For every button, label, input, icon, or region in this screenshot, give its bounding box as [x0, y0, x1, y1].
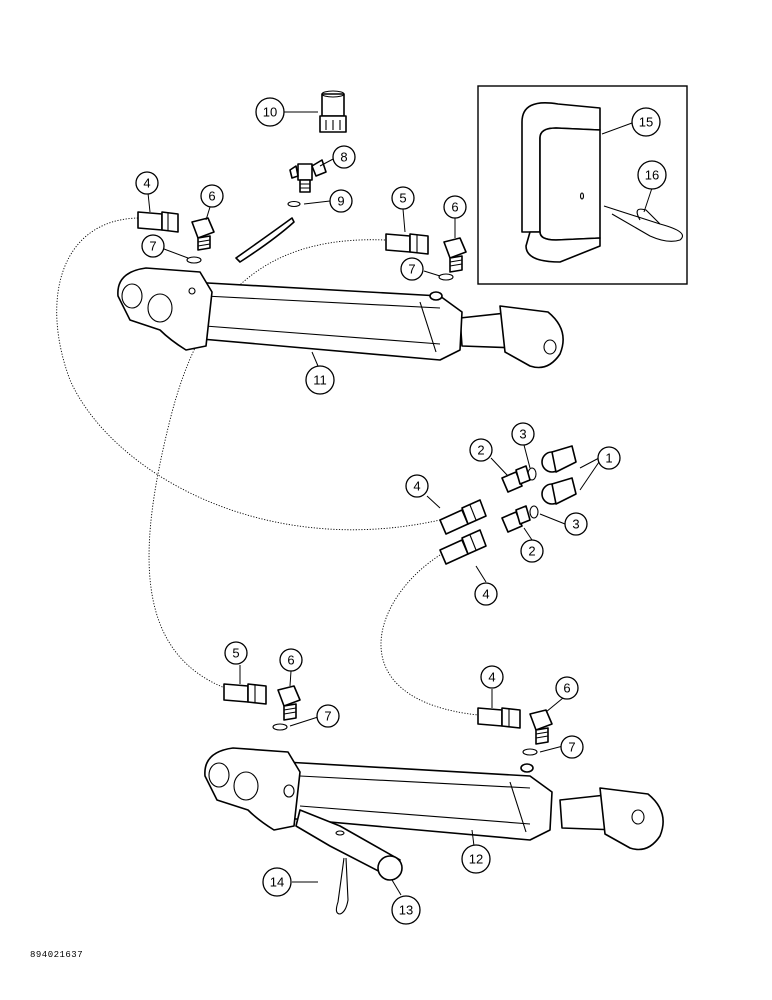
callout-4c: 4: [474, 582, 498, 606]
elbow-fitting-6c: [277, 685, 301, 721]
clevis-pin-15: [521, 102, 601, 263]
callout-12: 12: [461, 844, 491, 874]
callout-8: 8: [332, 145, 356, 169]
callout-7a: 7: [141, 234, 165, 258]
inset-box: [477, 85, 688, 285]
svg-text:5: 5: [399, 191, 406, 206]
elbow-fitting-6b: [443, 237, 467, 273]
hose-end-4-mid-b: [439, 529, 487, 565]
svg-text:8: 8: [340, 150, 347, 165]
cotter-pin-14: [335, 857, 349, 915]
pin-13: [295, 809, 403, 881]
callout-7b: 7: [400, 257, 424, 281]
elbow-fitting-6d: [529, 709, 553, 745]
o-ring-9: [287, 200, 301, 208]
svg-text:4: 4: [482, 587, 489, 602]
callout-3a: 3: [511, 422, 535, 446]
svg-text:11: 11: [313, 373, 327, 388]
svg-text:5: 5: [232, 646, 239, 661]
svg-text:2: 2: [528, 544, 535, 559]
callout-4b: 4: [405, 474, 429, 498]
adapter-2-upper: [501, 465, 531, 493]
callout-7c: 7: [316, 704, 340, 728]
elbow-fitting-6a: [191, 217, 215, 251]
svg-text:12: 12: [469, 852, 483, 867]
callout-4a: 4: [135, 171, 159, 195]
callout-4d: 4: [480, 665, 504, 689]
svg-text:4: 4: [413, 479, 420, 494]
svg-text:6: 6: [563, 681, 570, 696]
hose-end-4-mid-a: [439, 499, 487, 535]
figure-reference-code: 894021637: [30, 950, 84, 960]
coupler-1-upper: [541, 445, 577, 473]
svg-text:16: 16: [645, 168, 659, 183]
hair-pin-16: [603, 205, 684, 242]
svg-text:7: 7: [324, 709, 331, 724]
hydraulic-cylinder-lower: [204, 747, 664, 851]
seal-9: [235, 217, 295, 263]
svg-text:7: 7: [149, 239, 156, 254]
callout-6b: 6: [443, 195, 467, 219]
callout-5a: 5: [391, 186, 415, 210]
callout-6a: 6: [200, 184, 224, 208]
callout-2b: 2: [520, 539, 544, 563]
hose-end-4-upper: [137, 211, 179, 233]
svg-text:6: 6: [287, 653, 294, 668]
svg-text:3: 3: [519, 427, 526, 442]
callout-1: 1: [597, 446, 621, 470]
svg-text:10: 10: [263, 105, 277, 120]
svg-text:13: 13: [399, 903, 413, 918]
callout-15: 15: [631, 107, 661, 137]
leader-lines: [147, 111, 653, 896]
hose-end-5-lower: [223, 683, 267, 705]
callout-10: 10: [255, 97, 285, 127]
callout-6c: 6: [279, 648, 303, 672]
callout-2a: 2: [469, 438, 493, 462]
hose-end-5-upper: [385, 233, 429, 255]
svg-text:9: 9: [337, 194, 344, 209]
adapter-2-lower: [501, 505, 531, 533]
callout-13: 13: [391, 895, 421, 925]
svg-text:4: 4: [488, 670, 495, 685]
svg-text:14: 14: [270, 875, 284, 890]
callout-11: 11: [305, 365, 335, 395]
coupler-1-lower: [541, 477, 577, 505]
fitting-10: [319, 90, 347, 133]
callout-3b: 3: [564, 512, 588, 536]
svg-text:15: 15: [639, 115, 653, 130]
svg-text:3: 3: [572, 517, 579, 532]
svg-text:7: 7: [408, 262, 415, 277]
callout-9: 9: [329, 189, 353, 213]
svg-text:6: 6: [451, 200, 458, 215]
hose-end-4-lower: [477, 707, 521, 729]
hydraulic-cylinder-upper: [117, 267, 564, 369]
callout-16: 16: [637, 160, 667, 190]
svg-text:4: 4: [143, 176, 150, 191]
callout-5b: 5: [224, 641, 248, 665]
svg-text:7: 7: [568, 740, 575, 755]
svg-text:1: 1: [605, 451, 612, 466]
tee-fitting-8: [289, 159, 327, 193]
svg-text:2: 2: [477, 443, 484, 458]
svg-text:6: 6: [208, 189, 215, 204]
callout-7d: 7: [560, 735, 584, 759]
hose-lines: [56, 217, 479, 716]
callout-14: 14: [262, 867, 292, 897]
callout-6d: 6: [555, 676, 579, 700]
